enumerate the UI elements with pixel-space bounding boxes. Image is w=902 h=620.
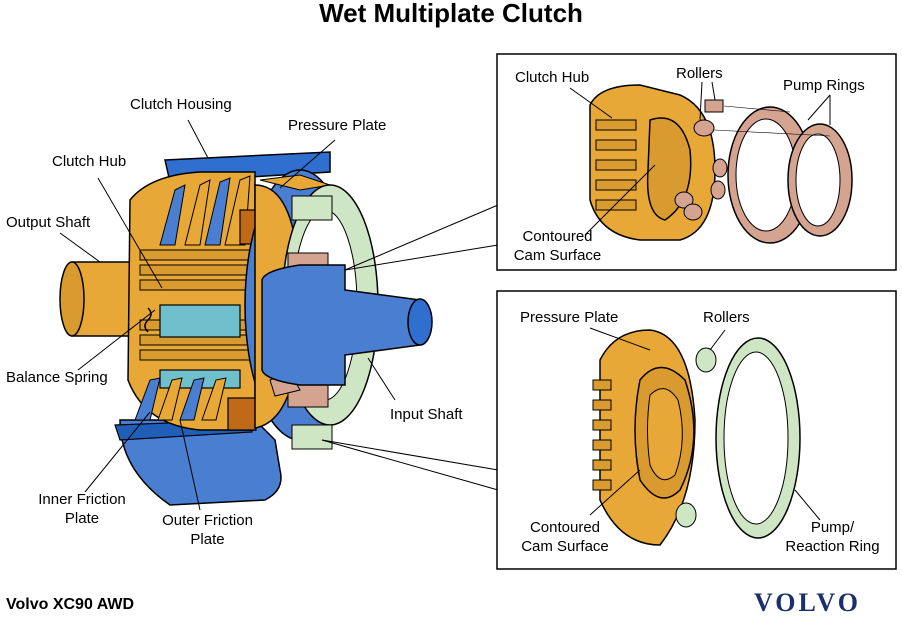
main-clutch-illustration — [59, 151, 433, 506]
label-inset-bottom-pump-reaction-ring: Pump/ Reaction Ring — [785, 519, 880, 555]
label-output-shaft: Output Shaft — [6, 214, 91, 231]
inset-top-panel — [496, 53, 897, 271]
label-inset-bottom-contoured-cam-surface: Contoured Cam Surface — [521, 519, 609, 555]
footer-caption: Volvo XC90 AWD — [6, 596, 135, 613]
label-inset-top-contoured-cam-surface: Contoured Cam Surface — [513, 228, 602, 264]
label-inner-friction-plate: Inner Friction Plate — [38, 491, 126, 527]
diagram-title: Wet Multiplate Clutch — [319, 0, 583, 28]
friction-plates-bottom — [134, 377, 257, 431]
label-clutch-housing: Clutch Housing — [130, 96, 232, 113]
label-inset-top-clutch-hub: Clutch Hub — [515, 69, 590, 86]
label-inset-bottom-pressure-plate: Pressure Plate — [520, 309, 619, 326]
label-inset-top-rollers: Rollers — [676, 65, 723, 82]
leader-lines-main — [59, 119, 499, 511]
label-balance-spring: Balance Spring — [6, 369, 108, 386]
inset-bottom-panel — [496, 290, 897, 570]
label-pressure-plate-main: Pressure Plate — [288, 117, 387, 134]
label-clutch-hub-main: Clutch Hub — [52, 153, 127, 170]
volvo-logo: VOLVO — [754, 588, 861, 617]
label-inset-bottom-rollers: Rollers — [703, 309, 750, 326]
input-shaft — [261, 264, 433, 386]
label-input-shaft: Input Shaft — [390, 406, 463, 423]
label-inset-top-pump-rings: Pump Rings — [783, 77, 865, 94]
label-outer-friction-plate: Outer Friction Plate — [162, 512, 253, 548]
